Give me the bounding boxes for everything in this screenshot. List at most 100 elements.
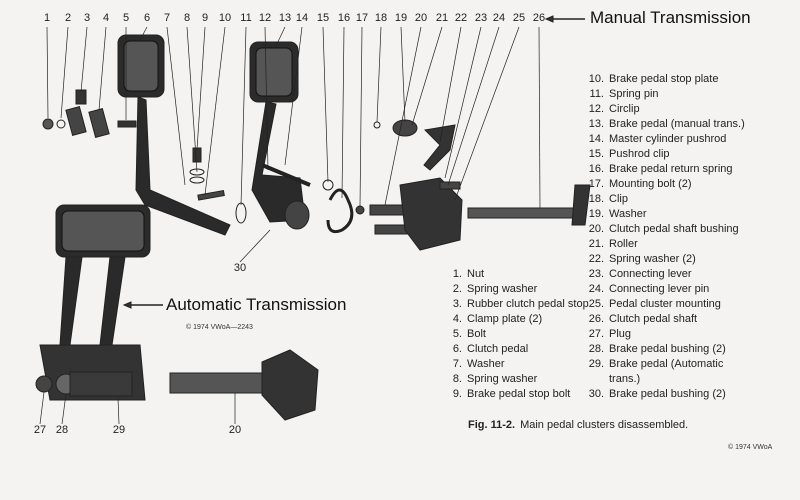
legend-number: 29. [588, 358, 604, 370]
callout-20: 20 [414, 12, 428, 24]
legend-number: 28. [588, 343, 604, 355]
leader-line [240, 26, 247, 206]
legend-text: Rubber clutch pedal stop [467, 298, 589, 310]
legend-number: 2. [452, 283, 462, 295]
leader-line [60, 26, 69, 119]
callout-18: 18 [374, 12, 388, 24]
legend-item: 11.Spring pin [582, 87, 745, 102]
legend-text: Bolt [467, 328, 486, 340]
leader-line [61, 393, 67, 425]
legend-item: 16. Brake pedal return spring [582, 162, 745, 177]
legend-number: 16. [588, 163, 604, 175]
callout-7: 7 [163, 12, 171, 24]
legend-text: Spring washer [467, 283, 538, 295]
legend-text: Master cylinder pushrod [609, 133, 727, 145]
callout-21: 21 [435, 12, 449, 24]
callout-2: 2 [64, 12, 72, 24]
legend-item: 30. Brake pedal bushing (2) [582, 387, 745, 402]
legend-item: 15. Pushrod clip [582, 147, 745, 162]
figure-caption: Fig. 11-2.Main pedal clusters disassembl… [468, 419, 688, 431]
brake-pedal-arm [251, 101, 306, 223]
legend-number: 27. [588, 328, 604, 340]
legend-item: 18. Clip [582, 192, 745, 207]
legend-number: 15. [588, 148, 604, 160]
callout-19: 19 [394, 12, 408, 24]
leader-line [447, 26, 500, 186]
legend-item-continued: trans.) [609, 373, 641, 385]
legend-item: 24. Connecting lever pin [582, 282, 745, 297]
leader-line [139, 26, 148, 41]
legend-number: 20. [588, 223, 604, 235]
leader-line [39, 391, 45, 425]
legend-text: Connecting lever pin [609, 283, 710, 295]
legend-text: Washer [467, 358, 505, 370]
legend-item: 4.Clamp plate (2) [440, 312, 589, 327]
legend-number: 9. [452, 388, 462, 400]
callout-24: 24 [492, 12, 506, 24]
legend-number: 24. [588, 283, 604, 295]
legend-number: 19. [588, 208, 604, 220]
leader-line [117, 397, 120, 425]
legend-text: Spring washer (2) [609, 253, 696, 265]
callout-26: 26 [532, 12, 546, 24]
callout-23: 23 [474, 12, 488, 24]
callout-22: 22 [454, 12, 468, 24]
page-copyright: © 1974 VWoA [728, 444, 773, 451]
legend-text: Brake pedal bushing (2) [609, 388, 726, 400]
legend-item: 29. Brake pedal (Automatic [582, 357, 745, 372]
automatic-arrow-head [122, 301, 132, 309]
callout-29: 29 [112, 424, 126, 436]
callout-16: 16 [337, 12, 351, 24]
legend-item: 8.Spring washer [440, 372, 589, 387]
legend-number: 12. [588, 103, 604, 115]
clutch-pedal-shaft-bushing [169, 372, 266, 394]
legend-text: Brake pedal (Automatic [609, 358, 724, 370]
legend-text: Brake pedal stop plate [609, 73, 719, 85]
leader-line [439, 26, 462, 143]
leader-line [166, 26, 186, 186]
legend-text: Roller [609, 238, 638, 250]
leader-line [98, 26, 107, 111]
legend-number: 14. [588, 133, 604, 145]
callout-15: 15 [316, 12, 330, 24]
legend-text: Mounting bolt (2) [609, 178, 692, 190]
legend-item: 13.Brake pedal (manual trans.) [582, 117, 745, 132]
legend-number: 3. [452, 298, 462, 310]
leader-line [444, 26, 482, 179]
legend-item: 22.Spring washer (2) [582, 252, 745, 267]
callout-5: 5 [122, 12, 130, 24]
callout-30: 30 [233, 262, 247, 274]
legend-text: Pushrod clip [609, 148, 670, 160]
leader-line [341, 26, 345, 199]
legend-text: Clip [609, 193, 628, 205]
legend-item: 17.Mounting bolt (2) [582, 177, 745, 192]
leader-line [376, 26, 382, 123]
legend-item: 9. Brake pedal stop bolt [440, 387, 589, 402]
legend-number: 30. [588, 388, 604, 400]
legend-number: 5. [452, 328, 462, 340]
callout-17: 17 [355, 12, 369, 24]
legend-text: Spring washer [467, 373, 538, 385]
callout-4: 4 [102, 12, 110, 24]
figure-copyright: © 1974 VWoA—2243 [186, 324, 253, 331]
leader-line [322, 26, 329, 183]
legend-text: Brake pedal stop bolt [467, 388, 571, 400]
legend-number: 11. [589, 88, 604, 100]
callout-20: 20 [228, 424, 242, 436]
callout-8: 8 [183, 12, 191, 24]
legend-item: 10.Brake pedal stop plate [582, 72, 745, 87]
leader-line [284, 26, 303, 166]
legend-number: 18. [588, 193, 604, 205]
legend-text: Brake pedal bushing (2) [609, 343, 726, 355]
legend-text: Brake pedal return spring [609, 163, 733, 175]
legend-item: 2. Spring washer [440, 282, 589, 297]
leader-line [359, 26, 363, 207]
figure-label: Fig. 11-2. [468, 419, 516, 431]
callout-6: 6 [143, 12, 151, 24]
legend-text: Washer [609, 208, 647, 220]
leader-line [80, 26, 88, 93]
callout-25: 25 [512, 12, 526, 24]
legend-item: 1.Nut [440, 267, 589, 282]
